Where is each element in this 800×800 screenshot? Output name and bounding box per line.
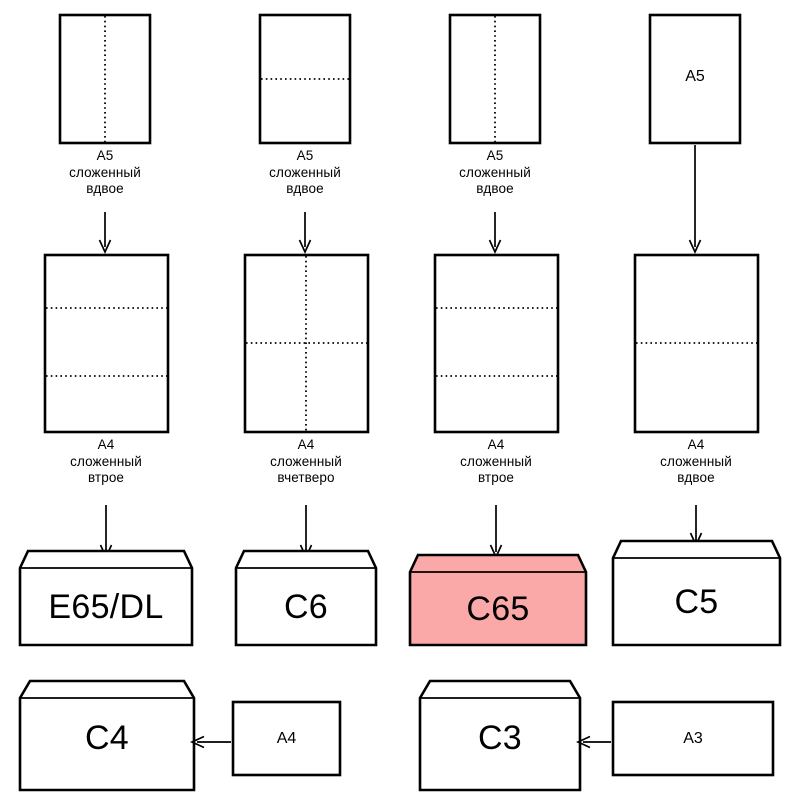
sheet-a3-bottom — [611, 700, 775, 777]
sheet-a3-bottom-label: A3 — [683, 730, 703, 747]
envelope-c6-label: C6 — [283, 588, 329, 626]
caption-col2-a5: A5 сложенный вдвое — [269, 148, 341, 196]
sheet-a4-bottom — [231, 700, 342, 777]
arrow-head-col2-a5-to-a4 — [298, 239, 312, 255]
envelope-c3-label: C3 — [477, 719, 523, 757]
caption-col1-a5: A5 сложенный вдвое — [69, 148, 141, 196]
sheet-a4-col3 — [433, 253, 560, 434]
envelope-c65-label: C65 — [466, 590, 530, 628]
caption-col3-a5: A5 сложенный вдвое — [459, 148, 531, 196]
caption-col3-a4: A4 сложенный втрое — [460, 437, 532, 485]
arrow-head-a3-to-c3 — [575, 735, 591, 749]
arrow-head-col3-a5-to-a4 — [488, 239, 502, 255]
envelope-c5-label: C5 — [674, 583, 719, 621]
caption-col2-a4: A4 сложенный вчетверо — [270, 437, 342, 485]
arrow-head-col4-a5-to-a4 — [688, 239, 702, 255]
sheet-a5-col4 — [648, 13, 742, 145]
sheet-a4-bottom-label: A4 — [276, 730, 297, 747]
arrow-head-col1-a5-to-a4 — [98, 239, 112, 255]
envelope-e65dl-label: E65/DL — [48, 588, 164, 626]
caption-col1-a4: A4 сложенный втрое — [70, 437, 142, 485]
arrow-head-a4-to-c4 — [189, 735, 205, 749]
sheet-a4-col1 — [43, 253, 170, 434]
envelope-c4-label: C4 — [84, 719, 130, 757]
caption-col4-a4: A4 сложенный вдвое — [660, 437, 732, 485]
sheet-a5-col4-label: A5 — [685, 68, 705, 85]
sheet-a4-col4 — [633, 253, 760, 434]
